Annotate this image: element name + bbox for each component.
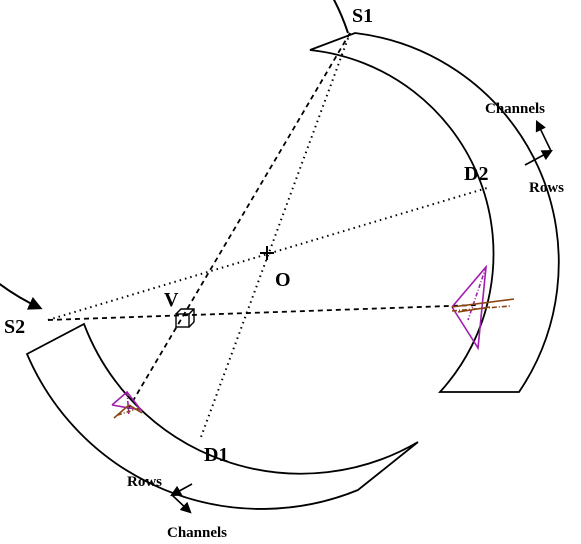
detector-panel-right xyxy=(309,32,560,393)
source-rotation-arc xyxy=(0,0,349,310)
axes-arrows-bottom xyxy=(170,483,193,514)
label-d1: D1 xyxy=(204,444,228,466)
label-rows-right: Rows xyxy=(529,180,564,196)
label-channels-bottom: Channels xyxy=(167,525,227,541)
pyramid-icon xyxy=(451,264,515,351)
label-s1: S1 xyxy=(352,5,373,27)
label-channels-right: Channels xyxy=(485,101,545,117)
ray-s1-through-v xyxy=(126,32,351,412)
label-rows-bottom: Rows xyxy=(127,474,162,490)
detector-panel-bottom xyxy=(25,322,419,510)
axes-arrows-right xyxy=(524,119,553,166)
label-d2: D2 xyxy=(464,163,488,185)
ray-s2-through-v xyxy=(47,304,479,321)
label-s2: S2 xyxy=(4,316,25,338)
cube-icon xyxy=(175,308,195,328)
center-cross-icon xyxy=(260,246,274,260)
label-o: O xyxy=(275,269,291,291)
central-ray-s1-d1 xyxy=(200,32,351,438)
pyramid-icon-bottom xyxy=(111,390,143,419)
label-v: V xyxy=(164,289,179,311)
